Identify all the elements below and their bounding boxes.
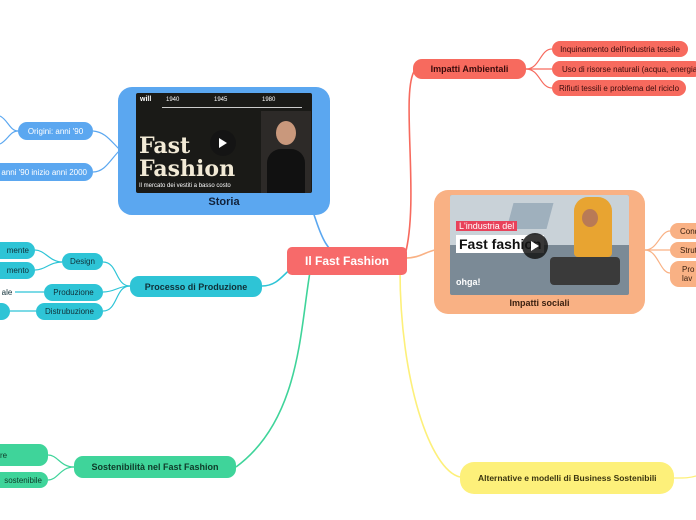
sociali-topic[interactable]: L'industria del Fast fashion ohga! Impat… [434,190,645,314]
sostenibilita-child-1[interactable]: re [0,444,48,466]
processo-grandchild-4[interactable] [0,303,10,320]
sociali-child-1[interactable]: Cond [670,223,696,239]
storia-topic[interactable]: will 1940 1945 1980 Fast Fashion Il merc… [118,87,330,215]
processo-grandchild-2[interactable]: mento [0,262,35,279]
processo-grandchild-1[interactable]: mente [0,242,35,259]
processo-child-design[interactable]: Design [62,253,103,270]
processo-topic[interactable]: Processo di Produzione [130,276,262,297]
central-topic[interactable]: Il Fast Fashion [287,247,407,275]
timeline-year-3: 1980 [262,97,276,103]
worker-figure [574,197,612,257]
processo-grandchild-3[interactable]: ale [1,287,13,297]
processo-child-produzione[interactable]: Produzione [44,284,103,301]
sociali-child-3[interactable]: Pro lav [670,261,696,287]
storia-title: Storia [208,196,240,208]
ambientali-topic[interactable]: Impatti Ambientali [413,59,526,79]
storia-video-thumbnail[interactable]: will 1940 1945 1980 Fast Fashion Il merc… [136,93,312,193]
ambientali-child-rifiuti[interactable]: Rifiuti tessili e problema del riciclo [552,80,686,96]
video-logo: will [140,96,152,103]
storia-child-anni90[interactable]: anni '90 inizio anni 2000 [0,163,93,181]
processo-child-distribuzione[interactable]: Distrubuzione [36,303,103,320]
timeline-year-1: 1940 [166,97,180,103]
video-title-line-1: Fast [139,133,191,159]
sociali-title: Impatti sociali [509,298,570,308]
sociali-video-thumbnail[interactable]: L'industria del Fast fashion ohga! [450,195,629,295]
video-subtitle: Il mercato dei vestiti a basso costo [139,183,231,189]
storia-child-origini[interactable]: Origini: anni '90 [18,122,93,140]
video-logo: ohga! [456,277,481,287]
sostenibilita-child-2[interactable]: sostenibile [0,472,48,488]
sociali-child-2[interactable]: Strut [670,242,696,258]
play-button-icon[interactable] [522,233,548,259]
ambientali-child-inquinamento[interactable]: Inquinamento dell'industria tessile [552,41,688,57]
play-button-icon[interactable] [210,130,236,156]
sostenibilita-topic[interactable]: Sostenibilità nel Fast Fashion [74,456,236,478]
alternative-title: Alternative e modelli di Business Sosten… [478,473,657,483]
timeline-line [162,107,302,108]
video-title-line-2: Fashion [139,156,236,182]
presenter-figure [261,111,311,193]
ambientali-child-risorse[interactable]: Uso di risorse naturali (acqua, energia,… [552,61,696,77]
video-caption-1: L'industria del [456,221,518,231]
sewing-machine [550,257,620,285]
timeline-year-2: 1945 [214,97,228,103]
alternative-topic[interactable]: Alternative e modelli di Business Sosten… [460,462,674,494]
